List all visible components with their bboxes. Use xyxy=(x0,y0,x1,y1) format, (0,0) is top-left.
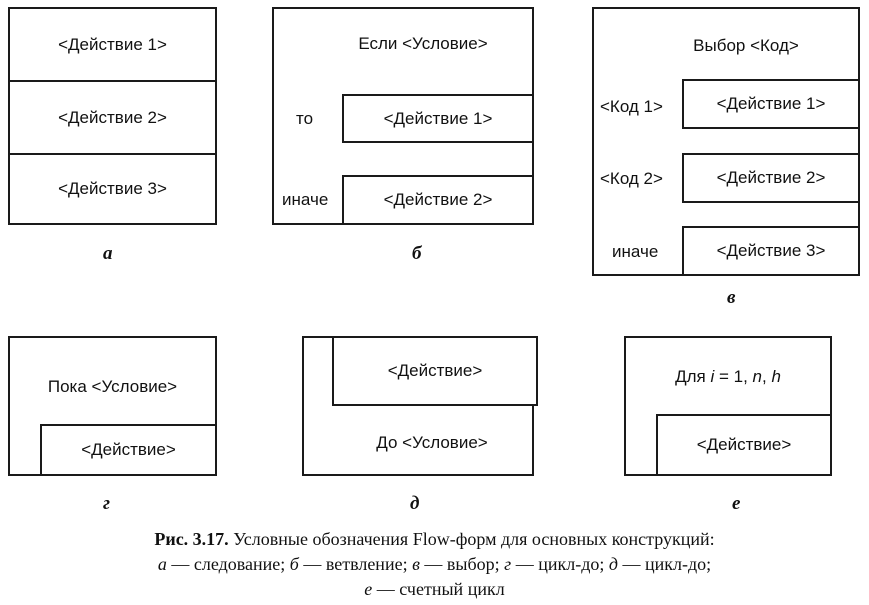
counting-header-h: h xyxy=(771,367,781,386)
sequence-letter: а xyxy=(103,243,113,264)
selection-action-2: <Действие 2> xyxy=(682,153,860,203)
branch-header: Если <Условие> xyxy=(358,34,488,53)
caption-text-2: — выбор; xyxy=(419,554,505,574)
figure-caption-line-1: Рис. 3.17. Условные обозначения Flow-фор… xyxy=(0,527,869,551)
branch-then-action: <Действие 1> xyxy=(342,94,534,143)
counting-header-mid: = 1, xyxy=(714,367,753,386)
while-header: Пока <Условие> xyxy=(47,377,178,396)
figure-caption-line-3: е — счетный цикл xyxy=(0,577,869,601)
diagram-sequence: <Действие 1> <Действие 2> <Действие 3> xyxy=(8,7,217,225)
counting-header-var: i xyxy=(710,367,715,386)
counting-header-prefix: Для xyxy=(675,367,711,386)
while-action: <Действие> xyxy=(40,424,217,476)
caption-key-1: б xyxy=(289,554,299,574)
counting-action: <Действие> xyxy=(656,414,832,476)
selection-action-3: <Действие 3> xyxy=(682,226,860,276)
counting-header: Для i = 1, n, h xyxy=(626,362,830,392)
caption-key-2: в xyxy=(412,554,420,574)
caption-text-4: — цикл-до; xyxy=(617,554,712,574)
sequence-divider-1 xyxy=(8,80,217,82)
figure-number: Рис. 3.17. xyxy=(154,529,229,549)
caption-text-0: — следование; xyxy=(166,554,290,574)
selection-code-2: <Код 2> xyxy=(600,169,663,188)
counting-header-sep: , xyxy=(761,367,772,386)
caption-key-e: е xyxy=(364,579,373,599)
sequence-divider-2 xyxy=(8,153,217,155)
branch-else-label: иначе xyxy=(282,190,329,209)
until-letter: д xyxy=(410,493,420,514)
diagram-branching: Если <Условие> то <Действие 1> иначе <Де… xyxy=(272,7,534,225)
caption-key-4: д xyxy=(608,554,618,574)
diagram-until-loop: <Действие> До <Условие> xyxy=(302,336,538,476)
diagram-counting-loop: Для i = 1, n, h <Действие> xyxy=(624,336,832,476)
selection-else-label: иначе xyxy=(612,242,659,261)
caption-key-3: г xyxy=(504,554,512,574)
caption-text-3: — цикл-до; xyxy=(511,554,609,574)
figure-caption-line-2: а — следование; б — ветвление; в — выбор… xyxy=(0,552,869,576)
until-footer: До <Условие> xyxy=(376,433,488,452)
diagram-selection: Выбор <Код> <Код 1> <Действие 1> <Код 2>… xyxy=(592,7,860,276)
selection-action-1: <Действие 1> xyxy=(682,79,860,129)
until-action: <Действие> xyxy=(332,336,538,406)
caption-text-1: — ветвление; xyxy=(298,554,413,574)
caption-key-0: а xyxy=(157,554,167,574)
while-letter: г xyxy=(103,493,111,514)
caption-text-e: — счетный цикл xyxy=(372,579,505,599)
counting-header-n: n xyxy=(752,367,762,386)
diagram-while-loop: Пока <Условие> <Действие> xyxy=(8,336,217,476)
selection-letter: в xyxy=(727,287,736,308)
selection-header: Выбор <Код> xyxy=(693,36,799,55)
branch-then-label: то xyxy=(296,109,314,128)
figure-title: Условные обозначения Flow-форм для основ… xyxy=(228,529,715,549)
sequence-action-2: <Действие 2> xyxy=(58,107,167,127)
branch-else-action: <Действие 2> xyxy=(342,175,534,225)
selection-code-1: <Код 1> xyxy=(600,97,663,116)
sequence-action-3: <Действие 3> xyxy=(58,179,167,198)
counting-letter: е xyxy=(732,493,741,514)
branching-letter: б xyxy=(412,243,422,264)
sequence-action-1: <Действие 1> xyxy=(58,34,167,54)
